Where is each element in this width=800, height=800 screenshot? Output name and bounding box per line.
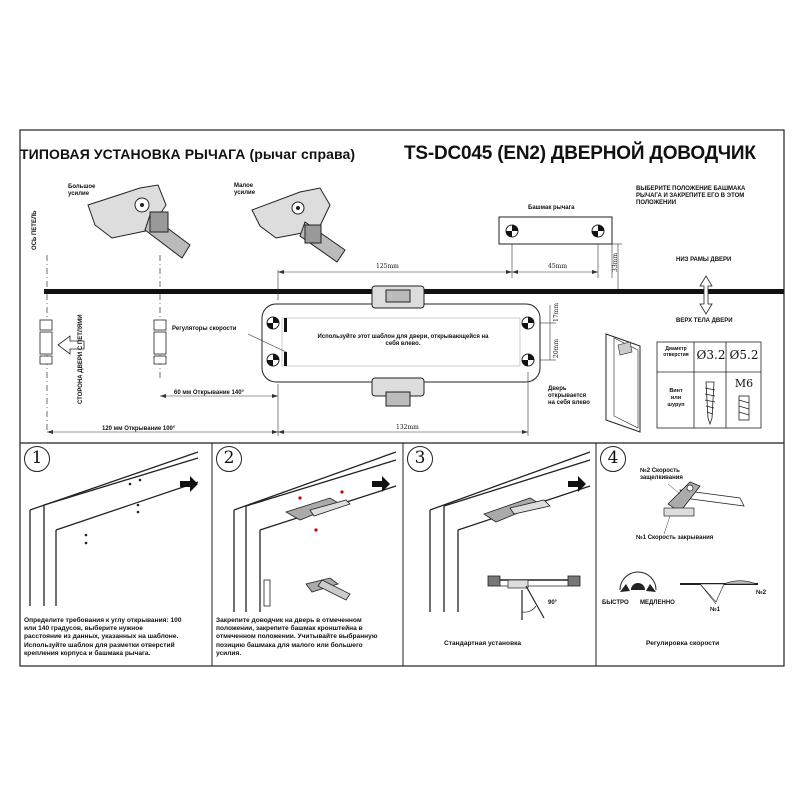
hole-diameter-header: Диаметр отверстия <box>663 346 689 358</box>
step3-top-view <box>487 575 581 620</box>
arrow-left-icon <box>57 335 85 355</box>
hinge-icon-right <box>153 319 167 365</box>
dim-33: 33mm <box>612 252 619 272</box>
step-number-3: 3 <box>407 446 433 472</box>
next-arrow-icon-2 <box>372 476 390 492</box>
fast-label: БЫСТРО <box>602 600 629 606</box>
hinge-icon-left <box>39 319 53 365</box>
dim-17: 17mm <box>553 302 560 322</box>
step2-lever-icon <box>305 577 351 601</box>
diameter-5-2: Ø5.2 <box>729 348 759 362</box>
step3-closer-icon <box>483 497 551 523</box>
step1-marks <box>84 478 142 545</box>
lever-shoe-drawing <box>498 216 622 289</box>
zone-1-label: №1 <box>710 607 721 613</box>
dim-45: 45mm <box>548 263 568 270</box>
use-template-note: Используйте этот шаблон для двери, откры… <box>317 334 489 347</box>
spec-table <box>656 341 762 429</box>
choose-shoe-instruction: ВЫБЕРИТЕ ПОЛОЖЕНИЕ БАШМАКА РЫЧАГА И ЗАКР… <box>636 186 746 206</box>
title-right: TS-DC045 (EN2) ДВЕРНОЙ ДОВОДЧИК <box>404 143 756 164</box>
closer-body-template <box>261 285 556 407</box>
step1-text: Определите требования к углу открывания:… <box>24 617 182 657</box>
sheet-border <box>19 129 785 667</box>
title-left: ТИПОВАЯ УСТАНОВКА РЫЧАГА (рычаг справа) <box>20 146 356 162</box>
lever-large-force-icon <box>87 184 191 259</box>
dim-132: 132mm <box>396 424 419 431</box>
lever-shoe-label: Башмак рычага <box>528 205 575 211</box>
large-force-label: Большое усилие <box>68 184 96 197</box>
step-number-4: 4 <box>600 446 626 472</box>
dimension-125-45 <box>277 270 598 300</box>
opening-140-label: 60 мм Открывание 140° <box>174 390 244 396</box>
slow-label: МЕДЛЕННО <box>640 600 675 606</box>
dim-20: 20mm <box>553 338 560 358</box>
zone-2-label: №2 <box>756 590 767 596</box>
step4-text: Регулировка скорости <box>646 640 720 647</box>
step3-text: Стандартная установка <box>444 640 522 647</box>
screw-icon <box>704 381 716 426</box>
dim-125: 125mm <box>376 263 399 270</box>
screw-label: Винт или шуруп <box>667 388 685 408</box>
speed-zones-icon <box>680 580 758 605</box>
door-open-left-icon <box>605 333 641 433</box>
speed1-label: №1 Скорость закрывания <box>636 535 714 541</box>
step-number-1: 1 <box>24 446 50 472</box>
step3-angle: 90° <box>548 600 558 606</box>
m6-label: M6 <box>734 377 754 390</box>
small-force-label: Малое усилие <box>234 183 256 196</box>
step2-text: Закрепите доводчик на дверь в отмеченном… <box>216 617 378 657</box>
next-arrow-icon-3 <box>568 476 586 492</box>
frame-bottom-label: НИЗ РАМЫ ДВЕРИ <box>676 257 732 263</box>
door-top-label: ВЕРХ ТЕЛА ДВЕРИ <box>676 318 733 324</box>
hinge-axis-label: ОСЬ ПЕТЕЛЬ <box>32 210 38 250</box>
speed-regulators-label: Регуляторы скорости <box>172 326 237 332</box>
step4-closer-icon <box>663 481 745 517</box>
speed2-label: №2 Скорость защелкивания <box>640 468 683 481</box>
hinge-side-label: СТОРОНА ДВЕРИ С ПЕТЛЯМИ <box>78 314 84 404</box>
door-opens-left-label: Дверь открывается на себя влево <box>548 386 590 406</box>
speed-dial-icon <box>619 571 657 592</box>
step1-door-frame <box>29 451 199 606</box>
step-number-2: 2 <box>216 446 242 472</box>
step2-closer-icon <box>285 490 351 532</box>
diameter-3-2: Ø3.2 <box>696 348 726 362</box>
opening-100-label: 120 мм Открывание 100° <box>102 426 176 432</box>
double-arrow-icon <box>699 275 713 315</box>
lever-small-force-icon <box>251 187 346 263</box>
bolt-icon <box>738 395 750 421</box>
step2-hinge-icon <box>263 579 271 607</box>
regulator-leader <box>247 333 287 353</box>
next-arrow-icon-1 <box>180 476 198 492</box>
